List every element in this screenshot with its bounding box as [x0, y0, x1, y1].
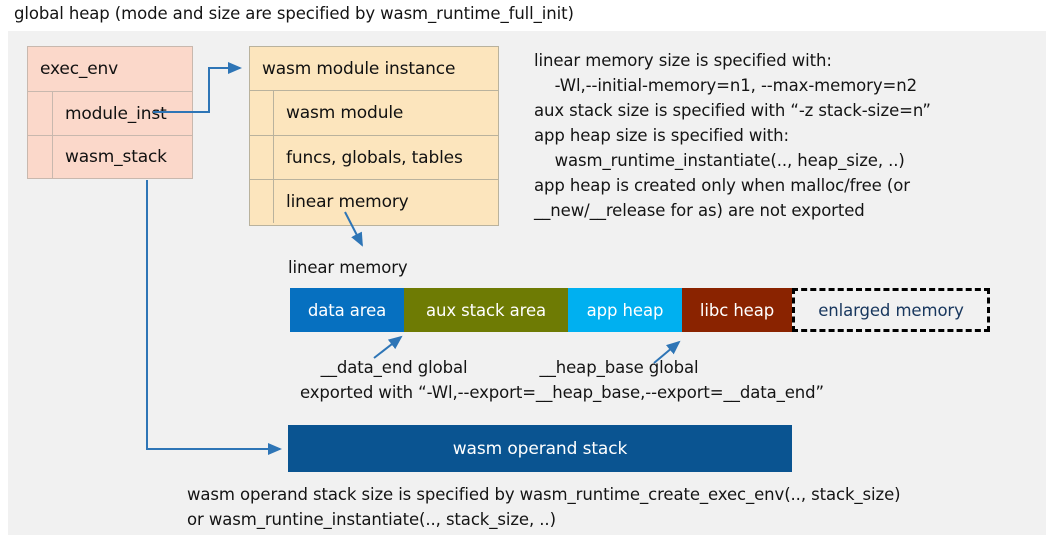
memory-segment-libc-heap: libc heap: [682, 288, 792, 332]
module-instance-header-label: wasm module instance: [262, 58, 456, 79]
memory-segment-enlarged-memory: enlarged memory: [792, 288, 990, 332]
memory-segment-aux-stack-area: aux stack area: [404, 288, 568, 332]
row-indent: [28, 92, 53, 135]
row-indent: [250, 91, 274, 135]
wasm-operand-stack-bar: wasm operand stack: [288, 425, 792, 472]
linear-memory-strip: data area aux stack area app heap libc h…: [290, 288, 990, 332]
row-indent: [28, 136, 53, 178]
exec-env-field-wasm-stack-label: wasm_stack: [65, 147, 167, 167]
module-instance-field-funcs-globals-tables-label: funcs, globals, tables: [286, 147, 463, 168]
module-instance-field-funcs-globals-tables: funcs, globals, tables: [250, 135, 498, 179]
linear-memory-strip-caption: linear memory: [288, 258, 408, 277]
module-instance-header-row: wasm module instance: [250, 47, 498, 91]
page-title: global heap (mode and size are specified…: [14, 4, 574, 23]
heap-globals-notes: __data_end global __heap_base global exp…: [300, 358, 824, 402]
exec-env-header-row: exec_env: [28, 47, 192, 92]
exec-env-field-module-inst-label: module_inst: [65, 103, 167, 124]
linear-memory-notes: linear memory size is specified with: -W…: [534, 51, 931, 220]
exec-env-header-label: exec_env: [40, 59, 119, 79]
wasm-module-instance-box: wasm module instance wasm module funcs, …: [249, 46, 499, 226]
row-indent: [250, 136, 274, 179]
module-instance-field-linear-memory: linear memory: [250, 179, 498, 223]
module-instance-field-wasm-module: wasm module: [250, 91, 498, 135]
memory-segment-app-heap: app heap: [568, 288, 682, 332]
module-instance-field-linear-memory-label: linear memory: [286, 191, 409, 212]
module-instance-field-wasm-module-label: wasm module: [286, 103, 404, 123]
memory-segment-data-area: data area: [290, 288, 404, 332]
operand-stack-notes: wasm operand stack size is specified by …: [187, 485, 901, 529]
exec-env-box: exec_env module_inst wasm_stack: [27, 46, 193, 179]
exec-env-field-module-inst: module_inst: [28, 92, 192, 135]
row-indent: [250, 180, 274, 223]
exec-env-field-wasm-stack: wasm_stack: [28, 135, 192, 178]
